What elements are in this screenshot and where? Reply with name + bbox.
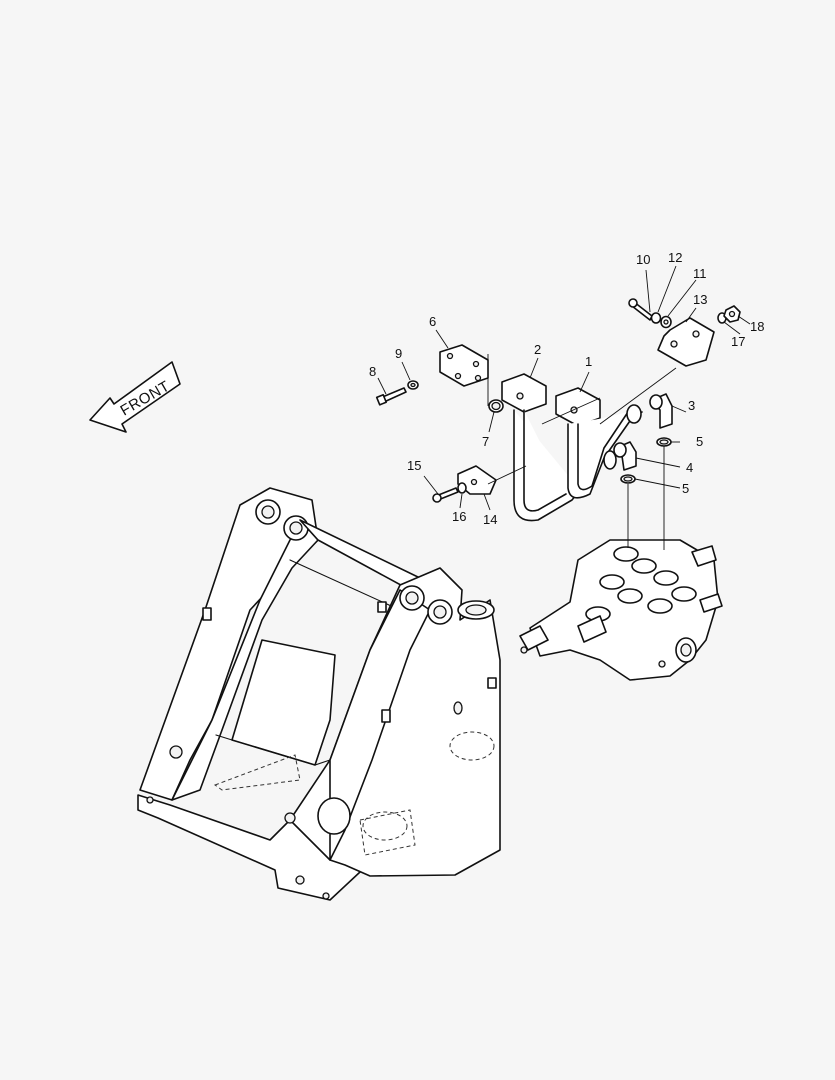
- bolt-15: [432, 487, 459, 503]
- front-arrow: FRONT: [89, 361, 181, 433]
- callout-5-upper: 5: [696, 434, 703, 449]
- bolt-10: [628, 298, 653, 321]
- callout-14: 14: [483, 512, 497, 527]
- callout-3: 3: [688, 398, 695, 413]
- bracket-13: [657, 317, 715, 367]
- callout-18: 18: [750, 319, 764, 334]
- bolt-8: [375, 387, 407, 406]
- callout-4: 4: [686, 460, 693, 475]
- oring-5-lower: [620, 474, 636, 484]
- callout-5-lower: 5: [682, 481, 689, 496]
- callout-15: 15: [407, 458, 421, 473]
- callout-2: 2: [534, 342, 541, 357]
- callout-17: 17: [731, 334, 745, 349]
- washer-16: [457, 482, 467, 494]
- oring-5-upper: [656, 437, 672, 447]
- washer-9: [407, 380, 419, 390]
- nut-18: [723, 305, 741, 323]
- flange-cover-6: [439, 344, 489, 387]
- callout-8: 8: [369, 364, 376, 379]
- elbow-fitting-4: [613, 441, 637, 471]
- tube-1: [555, 387, 643, 499]
- tube-2: [501, 373, 581, 522]
- callout-labels: 1 2 3 4 5 5 6 7 8 9 10 11 12 13 14 15 16…: [369, 250, 764, 527]
- callout-9: 9: [395, 346, 402, 361]
- callout-11: 11: [693, 266, 707, 281]
- callout-1: 1: [585, 354, 592, 369]
- clamp-14: [457, 465, 497, 495]
- callout-6: 6: [429, 314, 436, 329]
- elbow-fitting-3: [649, 393, 673, 429]
- washer-11: [660, 315, 672, 329]
- callout-16: 16: [452, 509, 466, 524]
- loader-frame: [137, 487, 501, 901]
- oring-7: [488, 399, 504, 413]
- callout-12: 12: [668, 250, 682, 265]
- washer-12: [650, 312, 662, 324]
- leader-lines: [377, 265, 751, 550]
- callout-7: 7: [482, 434, 489, 449]
- control-valve: [519, 539, 723, 681]
- callout-13: 13: [693, 292, 707, 307]
- callout-10: 10: [636, 252, 650, 267]
